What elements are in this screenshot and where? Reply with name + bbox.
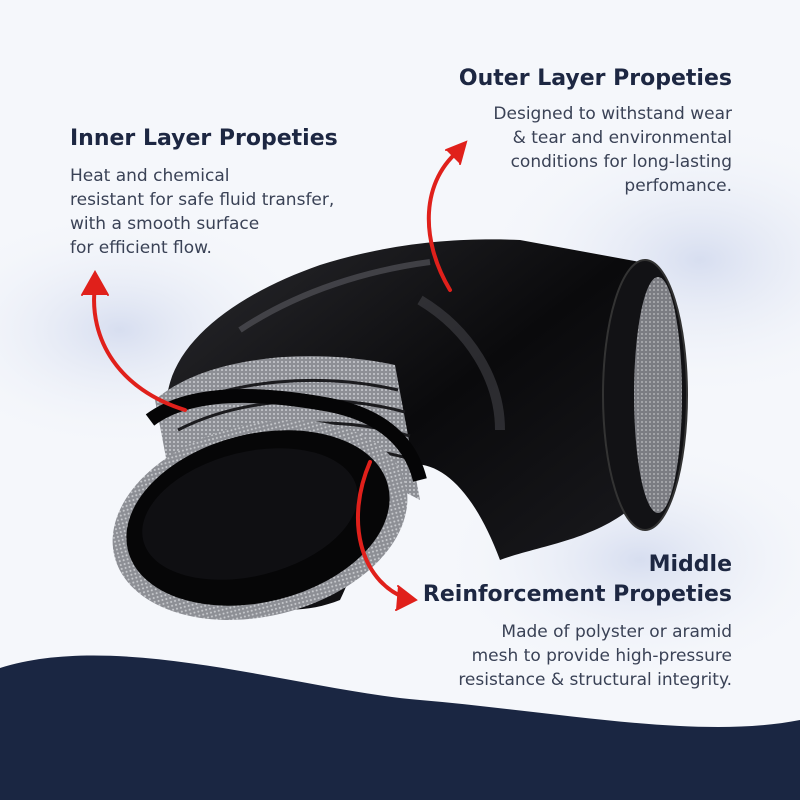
- inner-layer-line: for efficient flow.: [70, 238, 212, 258]
- outer-layer-line: & tear and environmental: [512, 128, 732, 148]
- outer-layer-section: Outer Layer Propeties Designed to withst…: [440, 64, 732, 198]
- arrow-inner-layer: [81, 269, 187, 412]
- inner-layer-title: Inner Layer Propeties: [70, 126, 338, 151]
- outer-layer-line: Designed to withstand wear: [493, 104, 732, 124]
- middle-layer-line: resistance & structural integrity.: [458, 670, 732, 690]
- middle-layer-section: Middle Reinforcement Propeties Made of p…: [400, 550, 732, 692]
- middle-layer-description: Made of polyster or aramid mesh to provi…: [400, 620, 732, 692]
- inner-layer-line: resistant for safe fluid transfer,: [70, 190, 335, 210]
- arrow-outer-layer: [426, 140, 468, 292]
- outer-layer-line: conditions for long-lasting: [510, 152, 732, 172]
- outer-layer-title: Outer Layer Propeties: [458, 66, 732, 91]
- outer-layer-description: Designed to withstand wear & tear and en…: [440, 102, 732, 198]
- navy-wave-footer: [0, 655, 800, 800]
- middle-layer-title-line: Middle: [648, 552, 732, 577]
- inner-layer-line: with a smooth surface: [70, 214, 260, 234]
- middle-layer-line: Made of polyster or aramid: [501, 622, 732, 642]
- middle-layer-line: mesh to provide high-pressure: [471, 646, 732, 666]
- arrow-middle-layer: [356, 460, 418, 611]
- middle-layer-title-line: Reinforcement Propeties: [422, 582, 732, 607]
- inner-layer-description: Heat and chemical resistant for safe flu…: [70, 164, 390, 260]
- outer-layer-line: perfomance.: [624, 176, 732, 196]
- inner-layer-line: Heat and chemical: [70, 166, 230, 186]
- inner-layer-section: Inner Layer Propeties Heat and chemical …: [70, 124, 390, 260]
